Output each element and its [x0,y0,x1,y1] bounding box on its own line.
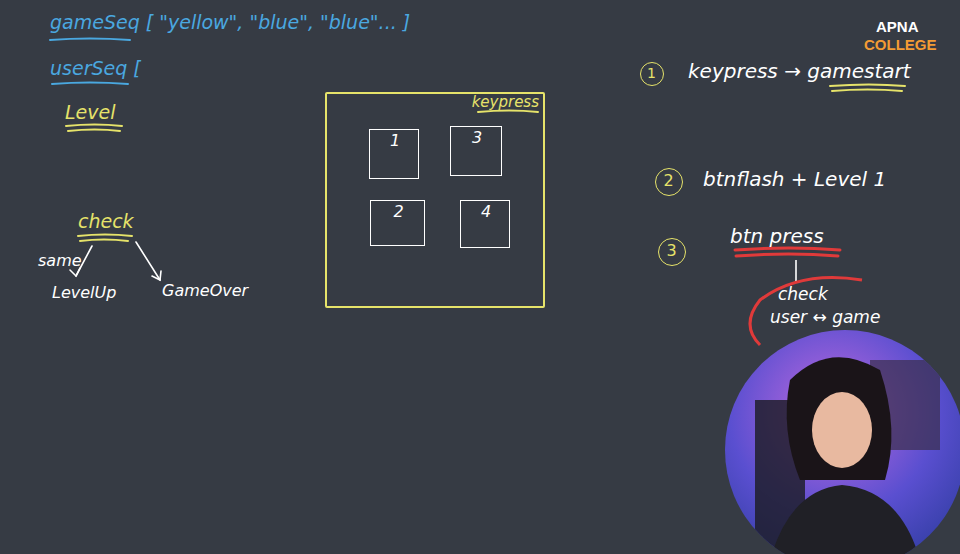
sequence-label: gameSeq [ "yellow", "blue", "blue"... ] [50,12,410,34]
node-label: 3 [666,242,676,260]
node-label: 4 [481,203,491,221]
step-number-circle: 3 [658,238,686,266]
node-label: 2 [393,203,403,221]
step-number-circle: 2 [655,168,683,196]
branch-label: GameOver [162,282,248,300]
variable-label: Level [65,102,116,124]
node-label: 3 [472,129,482,147]
color-button-box: 1 [369,129,419,179]
branch-label: LevelUp [52,284,116,302]
branch-label: same [38,252,82,270]
watermark: APNA [876,18,919,35]
node-label: 1 [390,132,400,150]
step-number-circle: 1 [640,62,664,86]
step-text: btn press [730,225,824,248]
step-note: user ↔ game [770,308,880,328]
step-note: check [778,285,828,305]
check-label: check [78,211,134,233]
watermark: COLLEGE [864,36,937,53]
node-label: 1 [647,65,656,81]
board-heading: keypress [472,94,539,111]
step-text: keypress → gamestart [688,60,911,83]
game-board-box: keypress 1 3 2 4 [325,92,545,308]
color-button-box: 3 [450,126,502,176]
color-button-box: 2 [370,200,425,246]
sequence-label: userSeq [ [50,58,141,80]
color-button-box: 4 [460,200,510,248]
step-text: btnflash + Level 1 [703,168,886,191]
node-label: 2 [663,172,673,190]
presenter-camera [720,325,960,554]
